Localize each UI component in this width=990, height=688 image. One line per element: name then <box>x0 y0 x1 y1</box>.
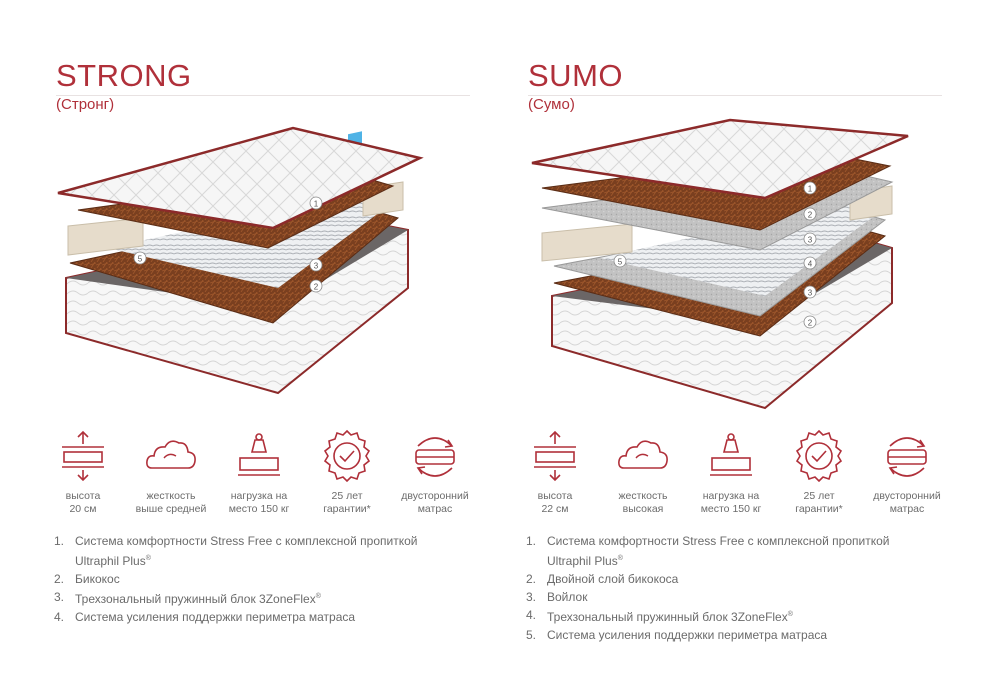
height-icon <box>534 430 576 482</box>
spec-height-line1: высота <box>537 490 573 502</box>
layer-marker: 3 <box>808 289 813 298</box>
layer-marker: 3 <box>808 236 813 245</box>
spec-warranty-line1: 25 лет <box>331 490 363 502</box>
spec-double-sided-line2: матрас <box>889 503 925 515</box>
layer-marker: 4 <box>808 260 813 269</box>
list-item: 2.Двойной слой бикокоса <box>526 572 679 586</box>
firmness-cloud-icon <box>146 440 196 469</box>
height-icon <box>62 430 104 482</box>
firmness-cloud-icon <box>618 440 668 469</box>
spec-load-line2: место 150 кг <box>228 503 290 515</box>
spec-height-line2: 22 см <box>541 503 569 515</box>
list-item: 1.Система комфортности Stress Free с ком… <box>526 534 890 568</box>
layer-marker: 2 <box>808 319 813 328</box>
feature-list: 1.Система комфортности Stress Free с ком… <box>526 532 966 644</box>
mattress-cutaway-illustration: 1 3 5 2 <box>57 126 424 395</box>
list-item: 1.Система комфортности Stress Free с ком… <box>54 534 418 568</box>
product-sumo: SUMO (Сумо) <box>502 0 972 688</box>
layer-marker: 3 <box>314 262 319 271</box>
product-title: STRONG <box>56 58 192 93</box>
spec-warranty-line2: гарантии* <box>323 503 371 515</box>
layer-marker: 2 <box>808 211 813 220</box>
spec-firmness-line2: высокая <box>622 503 664 515</box>
spec-height-line2: 20 см <box>69 503 97 515</box>
list-item: 4.Трехзональный пружинный блок 3ZoneFlex… <box>526 608 793 624</box>
warranty-badge-icon <box>795 429 843 482</box>
spec-firmness-line1: жесткость <box>146 490 196 502</box>
layer-marker: 1 <box>808 185 813 194</box>
layer-marker: 5 <box>138 255 143 264</box>
spec-double-sided-line1: двусторонний <box>873 490 941 502</box>
spec-load-line1: нагрузка на <box>230 490 288 502</box>
list-item: 5.Система усиления поддержки периметра м… <box>526 628 828 642</box>
list-item: 4.Система усиления поддержки периметра м… <box>54 610 356 624</box>
list-item: 3.Войлок <box>526 590 588 604</box>
product-subtitle: (Сумо) <box>528 96 575 113</box>
feature-list: 1.Система комфортности Stress Free с ком… <box>54 532 494 626</box>
spec-warranty-line2: гарантии* <box>795 503 843 515</box>
weight-load-icon <box>238 433 280 476</box>
double-sided-icon <box>887 437 927 477</box>
list-item: 2.Бикокос <box>54 572 120 586</box>
list-item: 3.Трехзональный пружинный блок 3ZoneFlex… <box>54 590 321 606</box>
title-divider <box>528 95 942 96</box>
weight-load-icon <box>710 433 752 476</box>
double-sided-icon <box>415 437 455 477</box>
spec-firmness-line1: жесткость <box>618 490 668 502</box>
title-divider <box>56 95 470 96</box>
spec-load-line1: нагрузка на <box>702 490 760 502</box>
product-title: SUMO <box>528 58 623 93</box>
layer-marker: 1 <box>314 200 319 209</box>
layer-marker: 5 <box>618 258 623 267</box>
layer-marker: 2 <box>314 283 319 292</box>
product-strong: STRONG (Стронг) <box>30 0 500 688</box>
spec-load-line2: место 150 кг <box>700 503 762 515</box>
spec-height-line1: высота <box>65 490 101 502</box>
mattress-cutaway-illustration: 1 2 3 4 3 2 5 <box>531 118 909 410</box>
spec-warranty-line1: 25 лет <box>803 490 835 502</box>
product-subtitle: (Стронг) <box>56 96 115 113</box>
spec-firmness-line2: выше средней <box>135 503 207 515</box>
spec-double-sided-line2: матрас <box>417 503 453 515</box>
warranty-badge-icon <box>323 429 371 482</box>
spec-double-sided-line1: двусторонний <box>401 490 469 502</box>
